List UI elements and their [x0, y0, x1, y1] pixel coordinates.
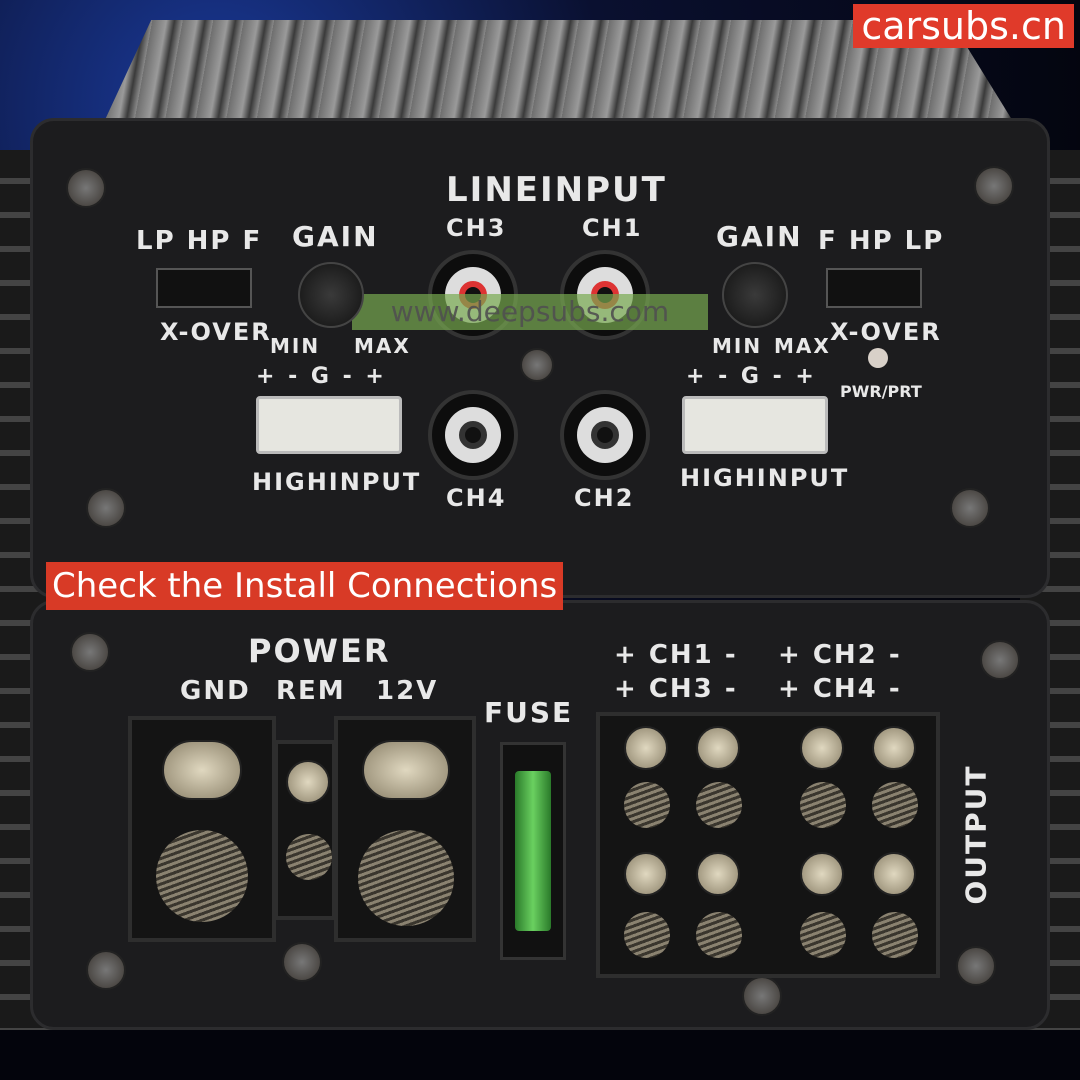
ch4-negative-terminal[interactable]: [872, 852, 916, 896]
right-gain-knob[interactable]: [722, 262, 788, 328]
line-input-label: LINEINPUT: [446, 170, 667, 210]
left-gain-label: GAIN: [292, 220, 379, 253]
screw: [282, 942, 322, 982]
left-high-input-label: HIGHINPUT: [252, 468, 422, 496]
ch1-positive-terminal[interactable]: [624, 726, 668, 770]
ch2-label: CH2: [574, 484, 635, 512]
screw: [974, 166, 1014, 206]
ch1-output-label: + CH1 -: [614, 640, 738, 670]
ch3-label: CH3: [446, 214, 507, 242]
ch2-positive-terminal[interactable]: [800, 726, 844, 770]
screw: [980, 640, 1020, 680]
screw: [66, 168, 106, 208]
rca-ch4[interactable]: [428, 390, 518, 480]
ch4-output-label: + CH4 -: [778, 674, 902, 704]
screw: [742, 976, 782, 1016]
right-max-label: MAX: [774, 334, 831, 358]
fuse-label: FUSE: [484, 696, 574, 729]
brand-watermark: carsubs.cn: [853, 4, 1074, 48]
left-high-input-connector[interactable]: [256, 396, 402, 454]
install-banner: Check the Install Connections: [46, 562, 564, 610]
left-max-label: MAX: [354, 334, 411, 358]
rca-ch2[interactable]: [560, 390, 650, 480]
right-xover-label: X-OVER: [830, 318, 942, 346]
output-label: OUTPUT: [959, 764, 993, 905]
gnd-label: GND: [180, 676, 251, 706]
12v-label: 12V: [376, 676, 439, 706]
gnd-terminal[interactable]: [128, 716, 276, 942]
rem-label: REM: [276, 676, 346, 706]
power-label: POWER: [248, 632, 391, 670]
right-high-input-label: HIGHINPUT: [680, 464, 850, 492]
left-xover-label: X-OVER: [160, 318, 272, 346]
left-pin-labels: + - G - +: [256, 364, 386, 389]
screw: [950, 488, 990, 528]
left-gain-knob[interactable]: [298, 262, 364, 328]
right-crossover-switch-label: F HP LP: [818, 226, 945, 256]
fuse-holder: [500, 742, 566, 960]
ch3-negative-terminal[interactable]: [696, 852, 740, 896]
fuse[interactable]: [515, 771, 551, 931]
ch4-positive-terminal[interactable]: [800, 852, 844, 896]
right-gain-label: GAIN: [716, 220, 803, 253]
left-crossover-switch[interactable]: [156, 268, 252, 308]
12v-terminal[interactable]: [334, 716, 476, 942]
power-led: [868, 348, 888, 368]
speaker-output-terminal-block: [596, 712, 940, 978]
screw: [70, 632, 110, 672]
ch1-negative-terminal[interactable]: [696, 726, 740, 770]
rem-terminal[interactable]: [274, 740, 336, 920]
ch3-positive-terminal[interactable]: [624, 852, 668, 896]
right-pin-labels: + - G - +: [686, 364, 816, 389]
screw: [956, 946, 996, 986]
ch3-output-label: + CH3 -: [614, 674, 738, 704]
screw: [86, 488, 126, 528]
screw: [520, 348, 554, 382]
right-high-input-connector[interactable]: [682, 396, 828, 454]
site-watermark: www.deepsubs.com: [352, 294, 708, 330]
left-min-label: MIN: [270, 334, 321, 358]
right-min-label: MIN: [712, 334, 763, 358]
screw: [86, 950, 126, 990]
ch4-label: CH4: [446, 484, 507, 512]
right-crossover-switch[interactable]: [826, 268, 922, 308]
pwr-prt-label: PWR/PRT: [840, 382, 922, 401]
ch2-negative-terminal[interactable]: [872, 726, 916, 770]
left-crossover-switch-label: LP HP F: [136, 226, 263, 256]
ch1-label: CH1: [582, 214, 643, 242]
ch2-output-label: + CH2 -: [778, 640, 902, 670]
